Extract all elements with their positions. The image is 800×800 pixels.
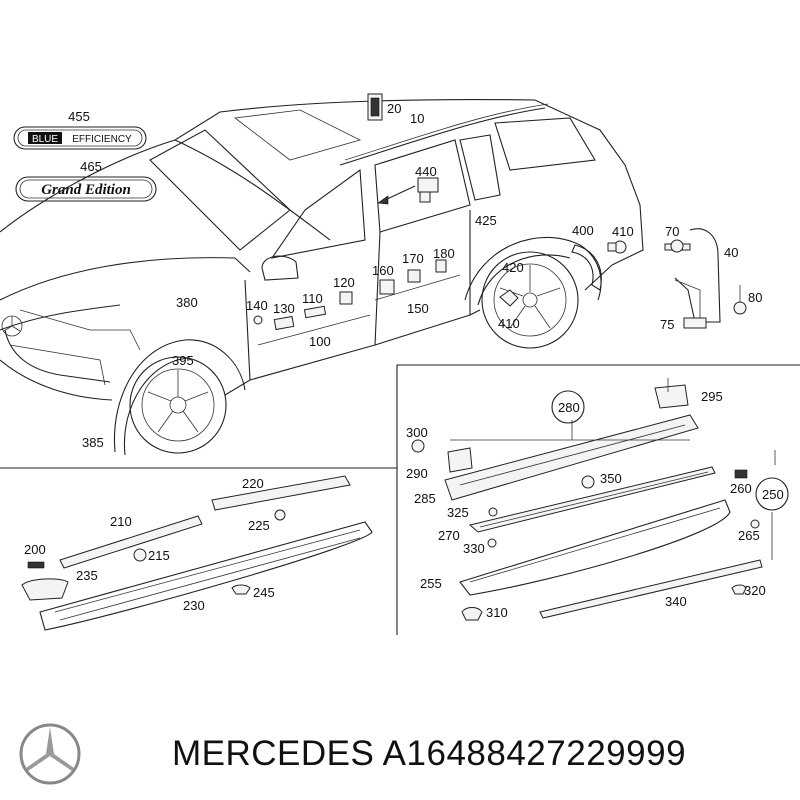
callout-280: 280: [558, 400, 580, 415]
callout-100: 100: [309, 334, 331, 349]
right-panel-callouts: 280 295 300 290 350 285 260 250 325 270 …: [406, 389, 784, 620]
callout-285: 285: [414, 491, 436, 506]
callout-395: 395: [172, 353, 194, 368]
mercedes-star-icon: [19, 723, 81, 785]
car-illustration: [0, 93, 747, 456]
left-panel-parts: [21, 475, 373, 631]
callout-220: 220: [242, 476, 264, 491]
right-panel-frame: [396, 364, 800, 468]
callout-215: 215: [148, 548, 170, 563]
callout-290: 290: [406, 466, 428, 481]
callout-260: 260: [730, 481, 752, 496]
part-number: A16488427229999: [382, 734, 687, 773]
callout-230: 230: [183, 598, 205, 613]
right-panel-parts: [411, 378, 789, 621]
callout-180: 180: [433, 246, 455, 261]
callout-130: 130: [273, 301, 295, 316]
callout-350: 350: [600, 471, 622, 486]
callout-385: 385: [82, 435, 104, 450]
callout-410-bottom: 410: [498, 316, 520, 331]
grand-edition-badge: 465 Grand Edition: [15, 159, 157, 202]
left-panel-callouts: 220 210 225 200 215 235 230 245: [24, 476, 275, 613]
callout-270: 270: [438, 528, 460, 543]
callout-40: 40: [724, 245, 738, 260]
callout-80: 80: [748, 290, 762, 305]
callout-245: 245: [253, 585, 275, 600]
callout-225: 225: [248, 518, 270, 533]
callout-10: 10: [410, 111, 424, 126]
callout-380: 380: [176, 295, 198, 310]
callout-325: 325: [447, 505, 469, 520]
brand-name: MERCEDES: [172, 734, 375, 773]
callout-340: 340: [665, 594, 687, 609]
callout-455: 455: [68, 109, 90, 124]
callout-250: 250: [762, 487, 784, 502]
badge-blue-text: BLUE: [32, 134, 58, 145]
callout-300: 300: [406, 425, 428, 440]
callout-425: 425: [475, 213, 497, 228]
callout-295: 295: [701, 389, 723, 404]
car-callouts: 20 10 440 425 400 410 70 40 420 180 170 …: [82, 101, 762, 450]
callout-320: 320: [744, 583, 766, 598]
callout-170: 170: [402, 251, 424, 266]
callout-420: 420: [502, 260, 524, 275]
callout-410-top: 410: [612, 224, 634, 239]
callout-20: 20: [387, 101, 401, 116]
callout-120: 120: [333, 275, 355, 290]
callout-465: 465: [80, 159, 102, 174]
callout-255: 255: [420, 576, 442, 591]
callout-210: 210: [110, 514, 132, 529]
callout-440: 440: [415, 164, 437, 179]
callout-235: 235: [76, 568, 98, 583]
callout-265: 265: [738, 528, 760, 543]
callout-200: 200: [24, 542, 46, 557]
blue-efficiency-badge: 455 BLUE EFFICIENCY: [13, 109, 147, 150]
callout-330: 330: [463, 541, 485, 556]
callout-70: 70: [665, 224, 679, 239]
callout-160: 160: [372, 263, 394, 278]
part-caption: MERCEDES A16488427229999: [172, 734, 686, 774]
callout-310: 310: [486, 605, 508, 620]
badge-grand-edition-text: Grand Edition: [41, 182, 131, 198]
badge-efficiency-text: EFFICIENCY: [72, 134, 132, 145]
callout-140: 140: [246, 298, 268, 313]
callout-75: 75: [660, 317, 674, 332]
callout-110: 110: [302, 291, 323, 306]
callout-400: 400: [572, 223, 594, 238]
callout-150: 150: [407, 301, 429, 316]
